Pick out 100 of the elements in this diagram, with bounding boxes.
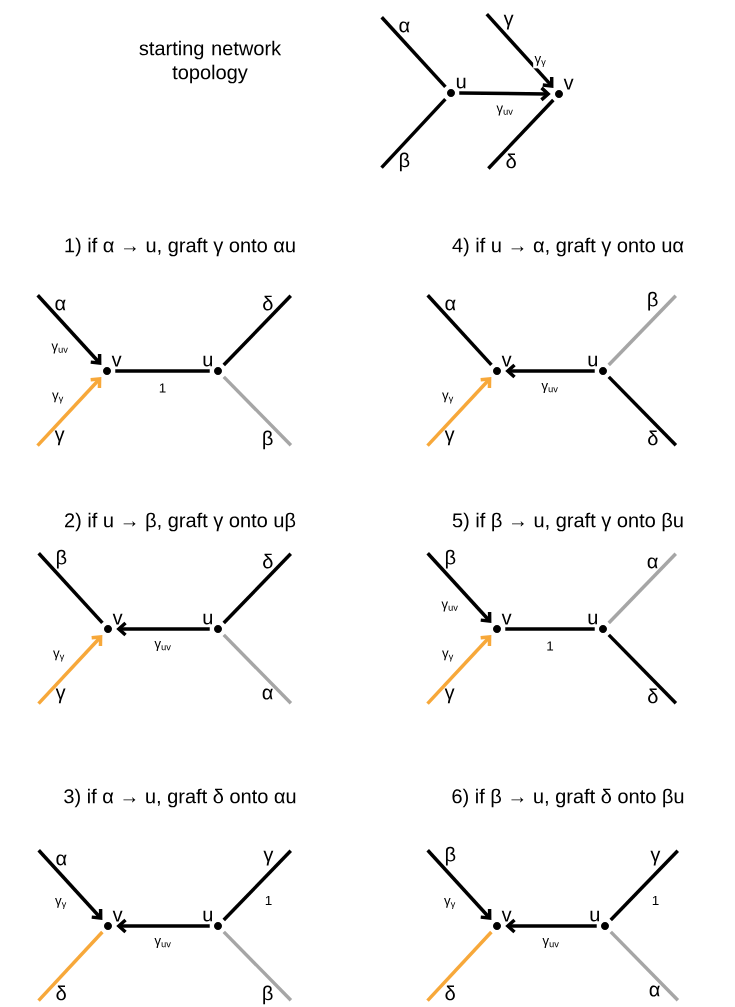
- panel-title: 2) if u → β, graft γ onto uβ: [65, 512, 296, 532]
- leaf-label: β: [263, 430, 273, 450]
- branch-line: [487, 98, 555, 170]
- leaf-label: α: [647, 557, 658, 569]
- leaf-label: δ: [648, 430, 658, 446]
- leaf-label: δ: [263, 295, 273, 311]
- arrow: [37, 635, 103, 705]
- edge-label: γ$_{γ}$: [440, 649, 456, 663]
- edge-label: γ$_{uv}$: [50, 342, 70, 355]
- edge-label: γ$_{γ}$: [442, 896, 458, 911]
- leaf-label: γ: [444, 688, 455, 704]
- node-label: u: [588, 355, 598, 367]
- node-label: u: [203, 355, 213, 367]
- leaf-label: β: [446, 846, 456, 866]
- leaf-label: γ: [503, 14, 514, 30]
- leaf-label: γ: [444, 430, 455, 446]
- branch-line: [115, 369, 210, 373]
- edge-label: γ$_{uv}$: [540, 381, 560, 395]
- edge-label: γ$_{γ}$: [50, 391, 66, 405]
- leaf-label: α: [56, 854, 67, 866]
- edge-label: 1: [157, 382, 168, 394]
- node-label: u: [203, 910, 213, 922]
- leaf-label: β: [57, 549, 67, 569]
- arrow: [426, 552, 492, 623]
- node-label: v: [112, 910, 123, 922]
- node-label: v: [563, 78, 574, 90]
- leaf-label: β: [446, 549, 456, 569]
- edge-label: γ$_{γ}$: [53, 896, 69, 911]
- edge-label: γ$_{uv}$: [541, 936, 561, 950]
- leaf-label: α: [649, 985, 660, 997]
- arrow: [485, 13, 554, 88]
- arrow: [36, 377, 102, 447]
- node-label: v: [111, 355, 122, 367]
- leaf-label: α: [445, 299, 456, 311]
- node-label: v: [501, 613, 512, 625]
- leaf-label: α: [399, 21, 410, 33]
- node-label: u: [590, 910, 600, 922]
- leaf-label: δ: [263, 553, 273, 569]
- edge-label: γ$_{uv}$: [153, 639, 173, 653]
- edge-label: γ$_{uv}$: [495, 104, 515, 117]
- leaf-label: α: [262, 688, 273, 700]
- caption-text: starting network topology: [139, 40, 282, 84]
- branch-line: [222, 633, 293, 705]
- branch-line: [609, 930, 680, 1002]
- panel-title: 4) if u → α, graft γ onto uα: [452, 237, 684, 257]
- node-label: v: [112, 613, 123, 625]
- arrow: [37, 849, 103, 920]
- branch-line: [607, 552, 677, 625]
- arrow: [116, 918, 210, 934]
- branch-line: [222, 930, 293, 1002]
- edge-label: γ$_{γ}$: [51, 649, 67, 663]
- branch-line: [607, 294, 677, 367]
- leaf-label: α: [55, 299, 66, 311]
- edge-label: 1: [650, 894, 661, 907]
- edge-label: 1: [263, 894, 274, 907]
- edge-label: γ$_{uv}$: [153, 936, 173, 950]
- leaf-label: δ: [506, 153, 516, 169]
- branch-line: [380, 16, 447, 89]
- arrow: [426, 377, 492, 447]
- branch-line: [426, 294, 493, 367]
- arrow: [505, 918, 597, 934]
- edge-label: γ$_{γ}$: [533, 54, 548, 69]
- arrow: [505, 363, 595, 379]
- branch-line: [222, 849, 292, 922]
- arrow: [426, 849, 492, 920]
- branch-line: [609, 849, 679, 922]
- branch-line: [222, 294, 292, 367]
- arrow: [36, 294, 102, 365]
- branch-line: [505, 627, 595, 631]
- panel-title: 3) if α → u, graft δ onto αu: [64, 788, 296, 808]
- leaf-label: γ: [650, 850, 661, 866]
- branch-line: [37, 552, 104, 625]
- node-label: u: [456, 77, 466, 89]
- panel-title: 5) if β → u, graft γ onto βu: [452, 512, 683, 532]
- arrow: [459, 86, 551, 102]
- node-label: u: [203, 613, 213, 625]
- node-label: v: [501, 910, 512, 922]
- branch-line: [222, 375, 293, 447]
- panel-title: 1) if α → u, graft γ onto αu: [65, 237, 295, 257]
- leaf-label: γ: [55, 688, 66, 704]
- branch-line: [607, 375, 678, 447]
- leaf-label: δ: [56, 985, 66, 1001]
- branch-line: [380, 97, 447, 169]
- leaf-label: β: [400, 152, 410, 172]
- leaf-label: γ: [54, 430, 65, 446]
- branch-line: [607, 633, 678, 705]
- panel-title: 6) if β → u, graft δ onto βu: [452, 788, 684, 808]
- edge-label: γ$_{γ}$: [440, 391, 456, 405]
- leaf-label: γ: [263, 850, 274, 866]
- edge-label: 1: [544, 640, 556, 652]
- arrow: [116, 621, 210, 637]
- node-label: u: [588, 613, 598, 625]
- leaf-label: δ: [648, 688, 658, 704]
- leaf-label: β: [648, 291, 658, 311]
- branch-line: [37, 930, 104, 1002]
- leaf-label: β: [263, 985, 273, 1005]
- edge-label: γ$_{uv}$: [440, 600, 460, 613]
- leaf-label: δ: [445, 985, 455, 1001]
- node-label: v: [501, 355, 512, 367]
- arrow: [426, 635, 492, 705]
